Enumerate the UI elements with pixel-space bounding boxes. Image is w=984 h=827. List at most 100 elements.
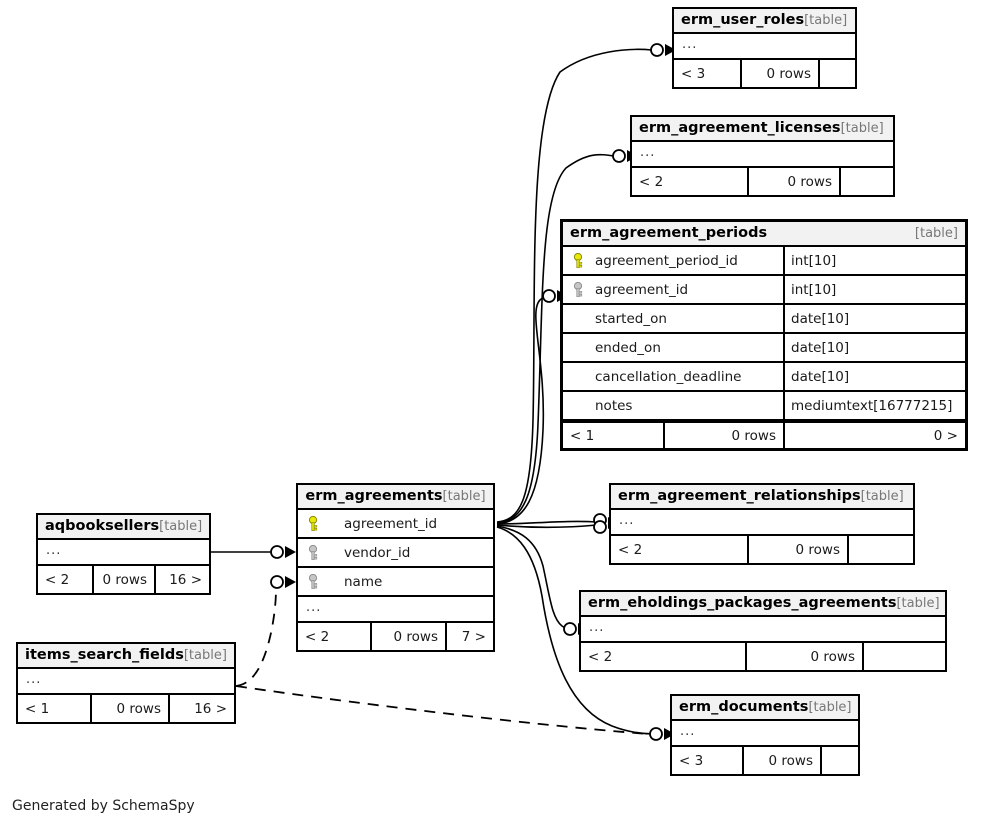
footer-parents: < 1	[18, 695, 92, 722]
column-name: started_on	[595, 310, 667, 327]
edge-agreements-relationships-1	[496, 520, 598, 525]
column-row[interactable]: vendor_id	[298, 539, 493, 568]
table-header: erm_agreements[table]	[298, 485, 493, 510]
table-tag: [table]	[896, 596, 940, 611]
table-name: erm_agreements	[305, 488, 443, 504]
table-items-search-fields[interactable]: items_search_fields[table] ... < 1 0 row…	[16, 642, 236, 724]
table-footer: < 2 0 rows 7 >	[298, 623, 493, 650]
table-footer: < 3 0 rows	[672, 747, 858, 774]
column-name-cell: agreement_id	[298, 510, 493, 537]
footer-parents: < 3	[674, 60, 742, 87]
table-ellipsis-row: ...	[611, 510, 913, 536]
footer-rows: 0 rows	[372, 623, 447, 650]
column-row[interactable]: cancellation_deadline date[10]	[563, 363, 965, 392]
column-type: date[10]	[791, 310, 850, 327]
column-row[interactable]: name	[298, 568, 493, 597]
footer-children: 0 >	[933, 427, 958, 444]
primary-key-icon	[571, 252, 585, 269]
table-ellipsis-row: ...	[298, 597, 493, 623]
table-footer: < 2 0 rows	[581, 643, 945, 670]
table-tag: [table]	[860, 489, 904, 504]
no-key-icon	[571, 311, 585, 327]
column-type: mediumtext[16777215]	[791, 397, 953, 414]
table-ellipsis-row: ...	[674, 34, 855, 60]
column-row[interactable]: agreement_id int[10]	[563, 276, 965, 305]
table-header: items_search_fields[table]	[18, 644, 234, 669]
column-row[interactable]: started_on date[10]	[563, 305, 965, 334]
column-name: ended_on	[595, 339, 661, 356]
table-erm-eholdings-packages-agreements[interactable]: erm_eholdings_packages_agreements[table]…	[579, 590, 947, 672]
column-name: agreement_id	[595, 281, 689, 298]
table-ellipsis-row: ...	[672, 721, 858, 747]
footer-children	[841, 168, 893, 195]
footer-children: 16 >	[194, 700, 227, 717]
table-tag: [table]	[183, 648, 227, 663]
table-footer: < 1 0 rows 16 >	[18, 695, 234, 722]
table-footer: < 1 0 rows 0 >	[563, 421, 965, 448]
footer-children: 7 >	[461, 628, 486, 645]
column-row[interactable]: agreement_period_id int[10]	[563, 247, 965, 276]
footer-rows: 0 rows	[747, 643, 864, 670]
table-erm-agreement-relationships[interactable]: erm_agreement_relationships[table] ... <…	[609, 483, 915, 565]
footer-parents: < 2	[38, 566, 94, 593]
table-name: erm_eholdings_packages_agreements	[588, 595, 897, 611]
table-footer: < 3 0 rows	[674, 60, 855, 87]
footer-children	[820, 60, 855, 87]
edge-agreements-agreement-periods	[496, 295, 550, 525]
column-row[interactable]: ended_on date[10]	[563, 334, 965, 363]
column-name-cell: started_on	[563, 305, 785, 332]
footer-rows: 0 rows	[94, 566, 156, 593]
footer-parents: < 3	[672, 747, 744, 774]
table-header: erm_agreement_relationships[table]	[611, 485, 913, 510]
table-erm-agreement-periods[interactable]: erm_agreement_periods [table] agreement_…	[560, 219, 968, 451]
column-name: notes	[595, 397, 633, 414]
column-type: int[10]	[791, 281, 837, 298]
table-aqbooksellers[interactable]: aqbooksellers[table] ... < 2 0 rows 16 >	[36, 513, 211, 595]
column-name: agreement_id	[344, 515, 438, 532]
footer-children: 16 >	[169, 571, 202, 588]
column-type: date[10]	[791, 339, 850, 356]
table-name: erm_documents	[679, 699, 809, 715]
table-header: erm_user_roles[table]	[674, 9, 855, 34]
table-header: erm_agreement_licenses[table]	[632, 117, 893, 142]
footer-rows: 0 rows	[749, 536, 849, 563]
footer-parents: < 2	[298, 623, 372, 650]
table-header: erm_eholdings_packages_agreements[table]	[581, 592, 945, 617]
table-name: erm_agreement_periods	[570, 225, 768, 241]
table-tag: [table]	[808, 700, 852, 715]
no-key-icon	[571, 340, 585, 356]
table-ellipsis-row: ...	[38, 540, 209, 566]
table-erm-agreements[interactable]: erm_agreements[table] agreement_id vendo…	[296, 483, 495, 652]
footer-parents: < 2	[611, 536, 749, 563]
footer-rows: 0 rows	[665, 423, 785, 448]
table-name: erm_agreement_licenses	[639, 120, 841, 136]
footer-rows: 0 rows	[742, 60, 820, 87]
foreign-key-icon	[306, 573, 320, 590]
foreign-key-icon	[571, 281, 585, 298]
foreign-key-icon	[306, 544, 320, 561]
column-name: agreement_period_id	[595, 252, 738, 269]
column-type: int[10]	[791, 252, 837, 269]
footer-rows: 0 rows	[744, 747, 822, 774]
column-name-cell: vendor_id	[298, 539, 493, 566]
table-footer: < 2 0 rows	[632, 168, 893, 195]
column-row[interactable]: notes mediumtext[16777215]	[563, 392, 965, 421]
column-row[interactable]: agreement_id	[298, 510, 493, 539]
footer-rows: 0 rows	[749, 168, 841, 195]
table-name: erm_agreement_relationships	[618, 488, 861, 504]
column-name-cell: agreement_id	[563, 276, 785, 303]
column-name-cell: ended_on	[563, 334, 785, 361]
table-erm-documents[interactable]: erm_documents[table] ... < 3 0 rows	[670, 694, 860, 776]
footer-parents: < 2	[632, 168, 749, 195]
table-name: items_search_fields	[25, 647, 184, 663]
no-key-icon	[571, 398, 585, 414]
table-name: erm_user_roles	[681, 12, 805, 28]
footer-parents: < 1	[563, 423, 665, 448]
table-tag: [table]	[804, 13, 848, 28]
edge-agreements-relationships-2	[496, 524, 598, 529]
edge-items-search-fields-documents	[235, 685, 649, 735]
footer-children	[864, 643, 945, 670]
table-erm-user-roles[interactable]: erm_user_roles[table] ... < 3 0 rows	[672, 7, 857, 89]
table-erm-agreement-licenses[interactable]: erm_agreement_licenses[table] ... < 2 0 …	[630, 115, 895, 197]
